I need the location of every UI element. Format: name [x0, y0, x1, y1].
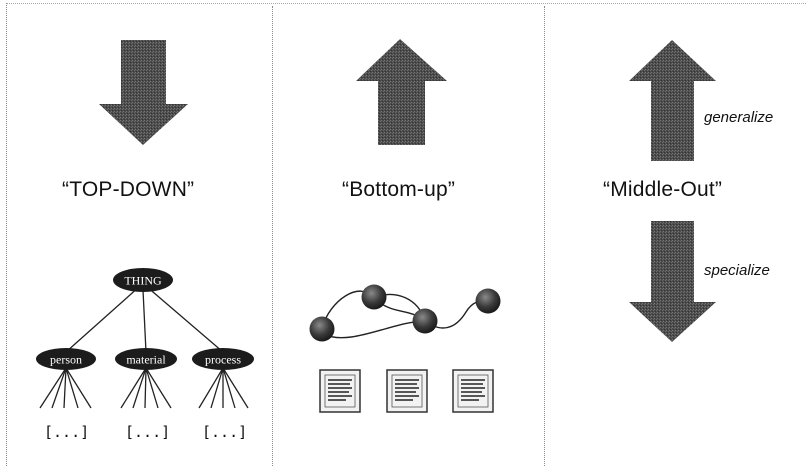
- tree-node-thing: THING: [113, 268, 173, 292]
- specialize-label: specialize: [704, 262, 770, 279]
- document-icon: [452, 369, 494, 413]
- tree-node-material-label: material: [126, 353, 166, 367]
- top-down-heading: “TOP-DOWN”: [62, 178, 195, 201]
- panel-divider-1: [272, 6, 273, 466]
- person-ellipsis: [...]: [44, 423, 90, 441]
- tree-node-material: material: [115, 348, 177, 370]
- tree-node-thing-label: THING: [124, 274, 162, 288]
- specialize-arrow-icon: [629, 221, 716, 342]
- document-icon: [319, 369, 361, 413]
- tree-node-process-label: process: [205, 353, 241, 367]
- tree-node-person: person: [36, 348, 96, 370]
- taxonomy-tree-edges: [39, 285, 249, 409]
- generalize-arrow-icon: [629, 40, 716, 161]
- tree-node-process: process: [192, 348, 254, 370]
- concept-network: [309, 284, 501, 342]
- generalize-label: generalize: [704, 109, 774, 126]
- document-icon: [386, 369, 428, 413]
- bottom-up-heading: “Bottom-up”: [342, 178, 456, 201]
- network-node: [361, 284, 387, 310]
- up-arrow-icon: [356, 39, 447, 145]
- network-node: [309, 316, 335, 342]
- tree-node-person-label: person: [50, 353, 82, 367]
- process-ellipsis: [...]: [202, 423, 248, 441]
- frame-top-border: [6, 3, 806, 4]
- panel-divider-2: [544, 6, 545, 466]
- middle-out-heading: “Middle-Out”: [603, 178, 723, 201]
- network-node: [412, 308, 438, 334]
- frame-left-border: [6, 3, 7, 466]
- network-node: [475, 288, 501, 314]
- material-ellipsis: [...]: [125, 423, 171, 441]
- down-arrow-icon: [99, 40, 188, 145]
